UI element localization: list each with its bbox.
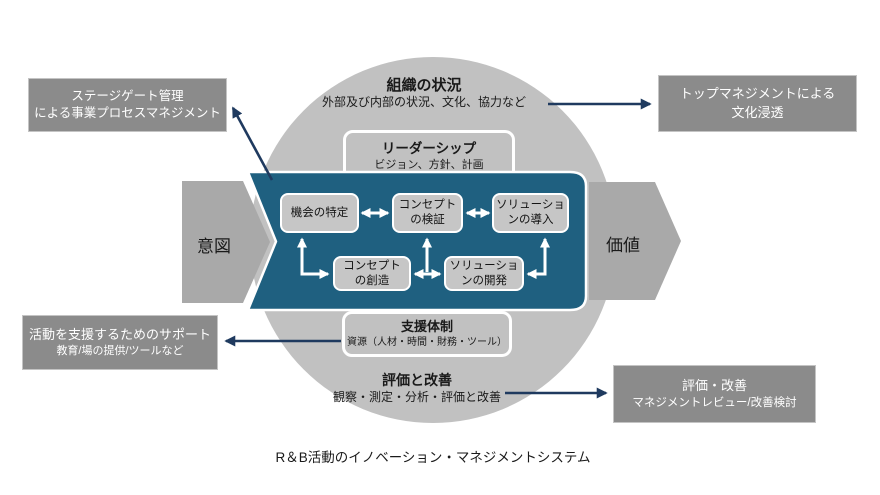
support-subtitle: 資源（人材・時間・財務・ツール） — [347, 336, 507, 348]
callout-top-management: トップマネジメントによる 文化浸透 — [658, 75, 857, 132]
step-label: ソリューショ — [496, 199, 565, 212]
support-title: 支援体制 — [400, 319, 453, 335]
arrow-opportunity-create — [296, 237, 330, 280]
step-label: コンセプト — [398, 199, 457, 212]
step-label: の検証 — [410, 214, 445, 226]
step-label: の創造 — [354, 274, 390, 287]
evaluation-title: 評価と改善 — [382, 372, 452, 388]
step-label: ンの開発 — [461, 274, 507, 287]
connector-stage-gate — [231, 106, 274, 181]
evaluation-subtitle: 観察・測定・分析・評価と改善 — [332, 390, 501, 404]
callout-line: マネジメントレビュー/改善検討 — [632, 397, 797, 410]
step-label: ンの導入 — [507, 214, 554, 226]
callout-line: トップマネジメントによる — [679, 86, 836, 102]
context-subtitle: 外部及び内部の状況、文化、協力など — [321, 95, 526, 109]
arrow-deploy-develop — [526, 237, 551, 280]
value-arrow-shape — [589, 182, 681, 300]
callout-line: 文化浸透 — [731, 104, 784, 120]
leadership-subtitle: ビジョン、方針、計画 — [374, 159, 484, 172]
callout-evaluation-improvement: 評価・改善 マネジメントレビュー/改善検討 — [613, 365, 816, 423]
step-deploy-solution: ソリューショ ンの導入 — [492, 193, 569, 233]
callout-connectors — [224, 98, 652, 399]
callout-line: による事業プロセスマネジメント — [34, 106, 221, 120]
context-title: 組織の状況 — [386, 77, 462, 94]
step-label: コンセプト — [343, 259, 401, 272]
callout-line: 評価・改善 — [681, 377, 747, 393]
callout-activity-support: 活動を支援するためのサポート 教育/場の提供/ツールなど — [22, 315, 218, 370]
flow-arrows — [296, 207, 551, 280]
step-label: 機会の特定 — [290, 206, 349, 219]
step-create-concept: コンセプト の創造 — [333, 256, 411, 291]
intent-label: 意図 — [197, 237, 231, 256]
callout-line: 活動を支援するためのサポート — [28, 326, 211, 342]
callout-line: ステージゲート管理 — [71, 88, 184, 103]
support-box: 支援体制 資源（人材・時間・財務・ツール） — [342, 311, 512, 357]
step-verify-concept: コンセプト の検証 — [392, 193, 463, 233]
step-label: ソリューショ — [449, 259, 519, 272]
callout-stage-gate: ステージゲート管理 による事業プロセスマネジメント — [28, 78, 227, 132]
step-develop-solution: ソリューショ ンの開発 — [444, 256, 524, 291]
step-identify-opportunity: 機会の特定 — [280, 193, 359, 233]
diagram-caption: R＆B活動のイノベーション・マネジメントシステム — [275, 450, 591, 465]
intent-arrow-shape — [182, 181, 270, 303]
callout-line: 教育/場の提供/ツールなど — [56, 344, 184, 357]
leadership-title: リーダーシップ — [381, 141, 477, 157]
value-label: 価値 — [606, 236, 640, 255]
